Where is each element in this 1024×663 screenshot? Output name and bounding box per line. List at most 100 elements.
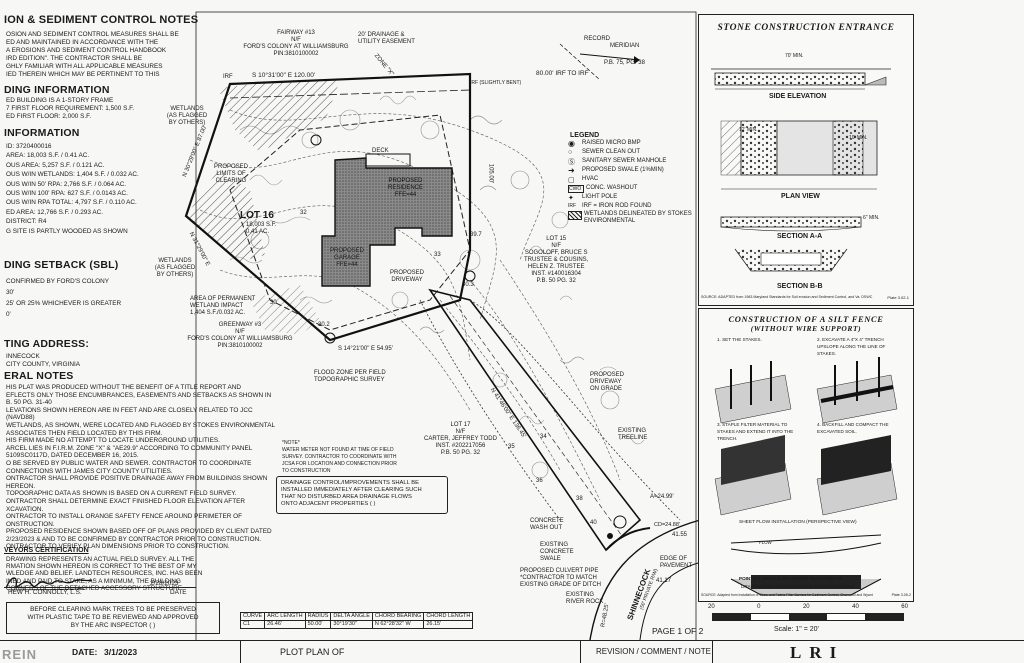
title-divider — [580, 641, 581, 663]
garage-line: PROPOSED — [330, 248, 365, 254]
contour-label: 35 — [508, 444, 515, 450]
general-line: WETLANDS, AS SHOWN, WERE LOCATED AND FLA… — [6, 421, 276, 429]
fairway-line: N/F — [291, 37, 301, 43]
erosion-line: A EROSIONS AND SEDIMENT CONTROL HANDBOOK — [6, 47, 167, 55]
building-info-title: DING INFORMATION — [4, 84, 110, 96]
boundary-pin — [324, 332, 336, 344]
wetlands-line: BY OTHERS) — [156, 272, 194, 278]
building-info-text: ED BUILDING IS A 1-STORY FRAME 7 FIRST F… — [6, 97, 134, 121]
flood-zone-label: FLOOD ZONE PER FIELD TOPOGRAPHIC SURVEY — [314, 370, 386, 384]
info-line: OUS W/IN RPA TOTAL: 4,797 S.F. / 0.110 A… — [6, 199, 137, 207]
water-note-line: SURVEY. CONTRACTOR TO COORDINATE WITH — [282, 454, 397, 460]
general-line: ONTRACTOR TO VERIFY PLAN DIMENSIONS PRIO… — [6, 543, 230, 551]
plan-view-label: PLAN VIEW — [781, 193, 820, 200]
general-line: TOPOGRAPHIC DATA AS SHOWN IS BASED ON A … — [6, 490, 237, 498]
side-elevation-label: SIDE ELEVATION — [769, 93, 827, 100]
section-aa-label: SECTION A-A — [777, 233, 823, 240]
irf-icon: IRF — [568, 203, 577, 209]
legend-title: LEGEND — [570, 132, 600, 139]
stone-entrance-plate: Plate 3.02-1 — [887, 295, 909, 300]
drainage-easement-label: 20' DRAINAGE & UTILITY EASEMENT — [358, 32, 415, 46]
curve-cell: C1 — [239, 620, 266, 629]
contour-label: 36 — [536, 478, 543, 484]
erosion-notes-title: ION & SEDIMENT CONTROL NOTES — [4, 14, 199, 26]
swale-line: CONCRETE — [540, 549, 574, 555]
micro-bmp-icon: ◉ — [568, 139, 575, 148]
wetland-impact-label: AREA OF PERMANENT WETLAND IMPACT 1,404 S… — [190, 296, 255, 317]
clearing-line: BY THE ARC INSPECTOR ( ) — [70, 622, 156, 630]
lot15-line: P.B. 50 PG. 32 — [536, 278, 576, 284]
general-line: 2/23/2023 & AND TO BE CONFIRMED BY CONTR… — [6, 535, 261, 543]
general-line: ONTRACTOR SHALL PROVIDE POSITIVE DRAINAG… — [6, 475, 268, 483]
drainage-note-line: DRAINAGE CONTROL/IMPROVEMENTS SHALL BE — [281, 480, 419, 486]
flood-line: FLOOD ZONE PER FIELD — [314, 370, 386, 376]
lot15-line: N/F — [551, 243, 561, 249]
curve-table-grid: CURVE ARC LENGTH RADIUS DELTA ANGLE CHOR… — [239, 612, 474, 629]
lot15-line: TRUSTEE & COUSINS, — [524, 257, 589, 263]
concrete-washout-symbol — [613, 515, 627, 529]
title-divider — [240, 641, 241, 663]
erosion-line: IRD EDITION". THE CONTRACTOR SHALL BE — [6, 55, 143, 63]
chord-label: CD=24.88' — [654, 522, 680, 528]
limits-line: CLEARING — [215, 178, 247, 184]
driveway-line: DRIVEWAY — [391, 277, 423, 283]
general-line: 5109SC0117D, DATED DECEMBER 16, 2015. — [6, 452, 139, 460]
watermark-text: REIN — [2, 647, 38, 662]
lot-16-label: LOT 16 — [240, 210, 274, 221]
cert-line: RMATION SHOWN HEREON IS CORRECT TO THE B… — [6, 563, 197, 571]
fairway-line: PIN:3810100002 — [273, 51, 319, 57]
swale-line: SWALE — [540, 556, 561, 562]
building-line: ED BUILDING IS A 1-STORY FRAME — [6, 97, 114, 104]
greenway-line: N/F — [235, 329, 245, 335]
signature-date-label: DATE — [170, 589, 187, 596]
general-line: HIS PLAT WAS PRODUCED WITHOUT THE BENEFI… — [6, 384, 241, 391]
meridian-line: RECORD — [584, 36, 611, 42]
section-bb-label: SECTION B-B — [777, 283, 823, 290]
erosion-line: ED AND MAINTAINED IN ACCORDANCE WITH THE — [6, 39, 159, 47]
stone-entrance-source: SOURCE: ADAPTED from 1983 Maryland Stand… — [701, 295, 873, 299]
silt-step-2: 2. EXCAVATE A 4"X 4" TRENCH UPSLOPE ALON… — [817, 337, 886, 356]
easement-line: UTILITY EASEMENT — [358, 39, 415, 45]
wetlands-line: (AS FLAGGED — [166, 113, 208, 119]
river-rock-line: RIVER ROCK — [566, 599, 604, 605]
clearing-line: BEFORE CLEARING MARK TREES TO BE PRESERV… — [30, 606, 196, 613]
garage-line: GARAGE — [334, 255, 360, 261]
greenway-line: PIN:3810100002 — [217, 343, 263, 349]
sheet-flow-label: SHEET FLOW INSTALLATION (PERSPECTIVE VIE… — [739, 520, 857, 525]
wetland-area-left — [186, 170, 265, 262]
info-line: OUS W/IN 50' RPA: 2,766 S.F. / 0.064 AC. — [6, 180, 127, 188]
river-rock-label: EXISTING RIVER ROCK — [566, 592, 603, 606]
existing-treeline-label: EXISTING TREELINE — [618, 428, 647, 442]
stone-entrance-panel: STONE CONSTRUCTION ENTRANCE 70' MIN. SID… — [698, 14, 914, 306]
garage-label: PROPOSED GARAGE FFE=44 — [330, 248, 364, 269]
proposed-residence-footprint — [321, 157, 453, 287]
greenway-label: GREENWAY #3 N/F FORD'S COLONY AT WILLIAM… — [180, 322, 300, 350]
stone-dim-min: 12' MIN. — [739, 127, 758, 133]
info-line: OUS W/IN WETLANDS: 1,404 S.F. / 0.032 AC… — [6, 171, 139, 179]
easement-line: 20' DRAINAGE & — [358, 32, 405, 38]
water-note-line: JCSA FOR LOCATION AND CONNECTION PRIOR — [282, 461, 397, 467]
treeline-right — [469, 299, 681, 521]
building-line: 7 FIRST FLOOR REQUIREMENT: 1,500 S.F. — [6, 105, 135, 113]
general-line: ARCEL LIES IN F.I.R.M. ZONE "X" & "AE29.… — [6, 444, 253, 452]
general-line: B. 50 PG. 31-40 — [6, 399, 52, 407]
meridian-line: MERIDIAN — [610, 43, 640, 49]
scale-tick: 0 — [757, 604, 761, 610]
cert-line: WLEDGE AND BELIEF. LANDTECH RESOURCES, I… — [6, 570, 203, 578]
info-line: AREA: 18,003 S.F. / 0.41 AC. — [6, 152, 90, 160]
water-note-line: WATER METER NOT FOUND AT TIME OF FIELD — [282, 447, 394, 453]
top-right-bearing: 80.00' IRF TO IRF — [536, 70, 589, 77]
drainage-control-note: DRAINAGE CONTROL/IMPROVEMENTS SHALL BE I… — [276, 476, 448, 514]
general-notes-text: HIS PLAT WAS PRODUCED WITHOUT THE BENEFI… — [6, 384, 275, 551]
tree-clearing-note: BEFORE CLEARING MARK TREES TO BE PRESERV… — [6, 602, 220, 634]
pavement-line: PAVEMENT — [660, 563, 693, 569]
lot15-line: LOT 15 — [546, 236, 567, 242]
clearing-line: WITH PLASTIC TAPE TO BE REVIEWED AND APP… — [27, 614, 199, 622]
setback-line: 0' — [6, 311, 11, 318]
legend-item: ◉ RAISED MICRO BMP — [568, 139, 698, 148]
wetland-area-top — [218, 80, 340, 152]
driveway-centerline — [449, 295, 623, 537]
meridian-arrow — [579, 53, 641, 61]
page-number: PAGE 1 OF 2 — [652, 626, 704, 636]
